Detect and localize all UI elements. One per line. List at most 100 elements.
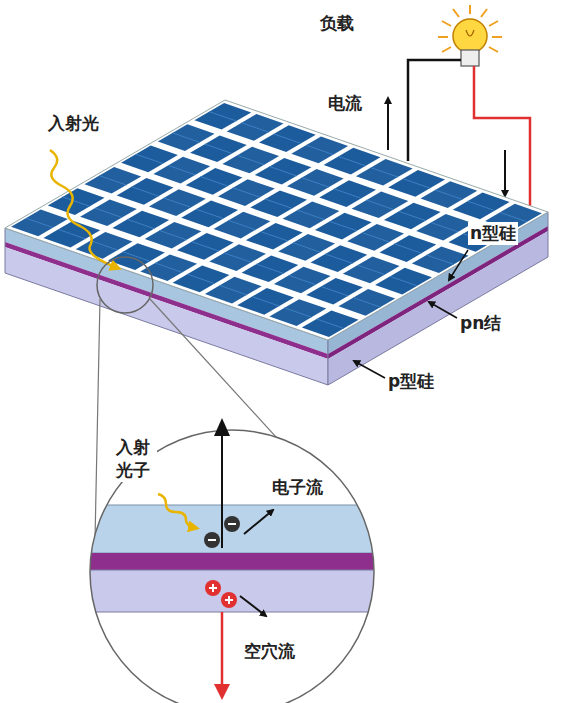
cell-line [91, 241, 118, 250]
cell-line [403, 179, 430, 188]
electrons [204, 516, 240, 548]
cell-line [95, 208, 122, 217]
cell-line [274, 134, 301, 143]
cell-line [196, 209, 223, 218]
cell-line [173, 133, 200, 142]
lamp-filament [466, 30, 474, 36]
panel-top-face [5, 100, 548, 340]
cell-line [353, 298, 380, 307]
photon-ray [158, 494, 196, 528]
cell-line [270, 167, 297, 176]
current-label: 电流 [326, 92, 364, 115]
cell-line [58, 229, 85, 238]
solar-cell [375, 268, 432, 295]
cell-line [468, 201, 495, 210]
solar-cells [11, 103, 542, 337]
hole-flow-label: 空穴流 [242, 640, 297, 663]
cell-line [209, 112, 236, 121]
cell-line [330, 221, 357, 230]
cell-line [26, 218, 53, 227]
cell-line [366, 200, 393, 209]
cell-line [237, 155, 264, 164]
cell-line [261, 232, 288, 241]
p-silicon-label: p型硅 [386, 370, 436, 393]
cell-line [325, 254, 352, 263]
cell-line [201, 177, 228, 186]
panel-right-face [328, 212, 548, 385]
cell-line [306, 145, 333, 154]
cell-line [427, 255, 454, 264]
current-arrow [504, 150, 506, 196]
cell-line [431, 223, 458, 232]
cell-line [160, 231, 187, 240]
zoom-circle [90, 430, 374, 703]
pn-junction-label: pn结 [458, 312, 503, 335]
cell-line [435, 190, 462, 199]
cell-line [242, 123, 269, 132]
incident-light-ray [50, 150, 118, 268]
cell-line [168, 165, 195, 174]
cell-line [132, 187, 159, 196]
cell-line [289, 275, 316, 284]
cell-line [302, 178, 329, 187]
cell-line [99, 176, 126, 185]
leader-arrow [354, 361, 385, 378]
incident-light-label: 入射光 [46, 112, 101, 135]
current-arrow [387, 98, 389, 150]
cell-line [252, 297, 279, 306]
hole-arrow [240, 596, 266, 616]
lamp-bulb [453, 19, 487, 53]
load-label: 负载 [318, 12, 356, 35]
cell-line [362, 233, 389, 242]
arrowhead [214, 418, 230, 436]
cell-line [371, 168, 398, 177]
black-wire [408, 60, 461, 161]
lamp-rays [438, 5, 502, 52]
leader-arrow [429, 302, 457, 318]
cell-line [265, 199, 292, 208]
cell-line [63, 197, 90, 206]
cell-line [220, 285, 247, 294]
electron-flow-label: 电子流 [270, 476, 325, 499]
zoom-layers [70, 505, 392, 612]
magnify-spot [97, 257, 153, 313]
cell-line [233, 188, 260, 197]
cell-line [334, 189, 361, 198]
electron-current-arrow [221, 434, 223, 548]
cell-line [229, 220, 256, 229]
cell-line [321, 287, 348, 296]
cell-line [127, 219, 154, 228]
cell-line [297, 210, 324, 219]
cell-line [205, 144, 232, 153]
cell-line [284, 308, 311, 317]
solar-cell [412, 246, 469, 273]
cell-line [164, 198, 191, 207]
cell-line [317, 319, 344, 328]
cell-line [500, 212, 527, 221]
cell-line [394, 244, 421, 253]
cell-line [390, 276, 417, 285]
cell-line [155, 263, 182, 272]
lamp-base [461, 50, 479, 66]
cell-line [293, 243, 320, 252]
solar-cell [339, 289, 396, 316]
n-silicon-label: n型硅 [468, 222, 518, 245]
hole-current-arrow [221, 612, 224, 686]
cell-line [399, 211, 426, 220]
cell-line [192, 242, 219, 251]
cell-line [256, 264, 283, 273]
electron-arrow [244, 510, 273, 534]
arrowhead [214, 684, 230, 700]
leader-arrow [449, 250, 468, 280]
incident-photon-label: 入射 光子 [114, 436, 157, 482]
magnify-line [95, 299, 100, 540]
cell-line [136, 154, 163, 163]
cell-line [224, 253, 251, 262]
cell-line [358, 265, 385, 274]
cell-line [187, 274, 214, 283]
holes [205, 580, 237, 608]
solar-cell [302, 310, 359, 337]
cell-line [339, 156, 366, 165]
